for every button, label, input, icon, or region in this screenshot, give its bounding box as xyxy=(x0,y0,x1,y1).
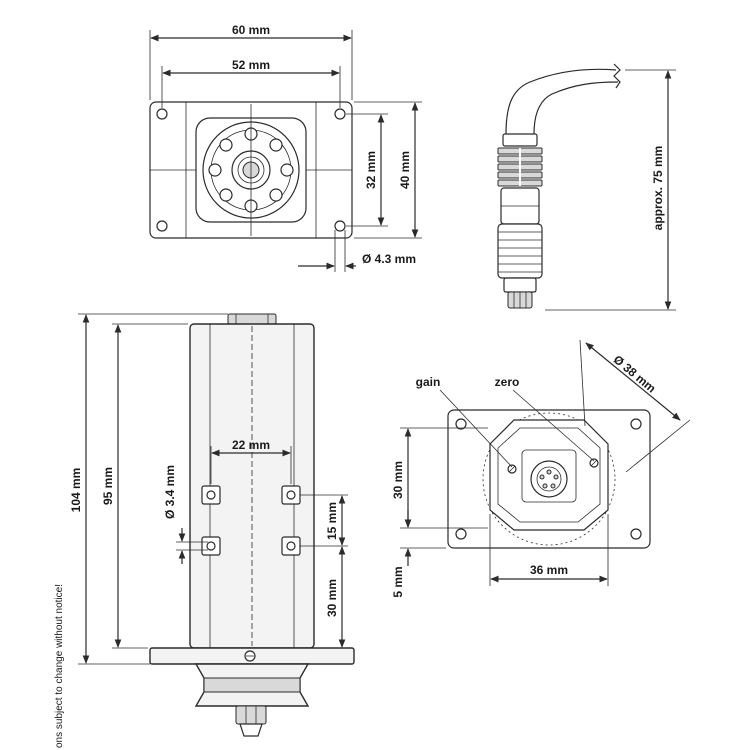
bottom-diameter-label: Ø 38 mm xyxy=(611,352,659,395)
top-view: 60 mm 52 mm 32 mm 40 mm Ø 4.3 mm xyxy=(149,23,422,272)
top-cap xyxy=(227,313,277,325)
mount-hole-bottom-left xyxy=(156,220,168,232)
connector-knurl xyxy=(498,231,542,273)
zero-label: zero xyxy=(495,375,520,389)
bottom-offset-label: 5 mm xyxy=(391,566,405,597)
connector-socket xyxy=(530,460,568,498)
gain-label: gain xyxy=(416,375,441,389)
side-view: 104 mm 95 mm 22 mm Ø 3.4 mm 15 mm 30 mm xyxy=(69,313,355,737)
total-height-label: 104 mm xyxy=(69,468,83,513)
bottom-hole-tl xyxy=(455,418,467,430)
bottom-hole-bl xyxy=(455,528,467,540)
top-height-outer-label: 40 mm xyxy=(398,151,412,189)
mount-hole-top-right xyxy=(334,108,346,120)
disclaimer-text: ons subject to change without notice! xyxy=(54,584,65,748)
top-width-outer-label: 60 mm xyxy=(232,23,270,37)
top-height-inner-label: 32 mm xyxy=(364,151,378,189)
cable-connector-view: approx. 75 mm xyxy=(497,63,676,311)
socket-pins xyxy=(539,469,559,489)
bottom-view: gain zero Ø 38 mm 30 mm 5 mm 36 mm xyxy=(391,339,691,598)
mount-hole-bottom-right xyxy=(334,220,346,232)
shaft-tip xyxy=(239,723,263,737)
cable-strain-relief xyxy=(502,133,538,147)
bottom-hole-tr xyxy=(630,418,642,430)
bottom-hole-br xyxy=(630,528,642,540)
hub-bolt-circle xyxy=(208,127,294,213)
connector-tip xyxy=(503,277,537,293)
hole-pitch-label: 15 mm xyxy=(325,502,339,540)
bottom-width-label: 36 mm xyxy=(530,563,568,577)
top-hole-diameter-label: Ø 4.3 mm xyxy=(362,252,416,266)
hole-spacing-label: 22 mm xyxy=(232,438,270,452)
body-outline xyxy=(482,412,616,546)
side-hole-diameter-label: Ø 3.4 mm xyxy=(163,465,177,519)
cable-length-label: approx. 75 mm xyxy=(651,146,665,231)
body-height-label: 95 mm xyxy=(101,467,115,505)
hole-offset-label: 30 mm xyxy=(325,579,339,617)
bottom-height-label: 30 mm xyxy=(391,461,405,499)
strain-relief-ribs xyxy=(497,147,543,187)
shaft-nut xyxy=(235,705,267,725)
mount-hole-top-left xyxy=(156,108,168,120)
top-width-inner-label: 52 mm xyxy=(232,58,270,72)
cable xyxy=(505,68,617,135)
